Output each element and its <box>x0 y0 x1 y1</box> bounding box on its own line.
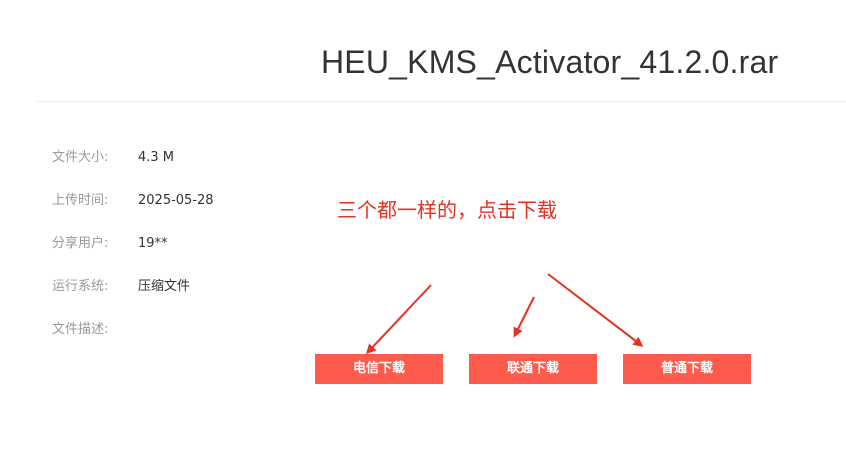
telecom-download-button[interactable]: 电信下载 <box>315 354 443 384</box>
info-label: 运行系统: <box>52 279 109 294</box>
file-title: HEU_KMS_Activator_41.2.0.rar <box>321 44 779 80</box>
info-label: 上传时间: <box>52 193 109 208</box>
info-value: 2025-05-28 <box>138 193 214 208</box>
info-value: 19** <box>138 236 168 251</box>
info-label: 分享用户: <box>52 236 109 251</box>
info-row-description: 文件描述: <box>52 318 138 337</box>
info-value: 4.3 M <box>138 150 175 165</box>
arrow-to-normal <box>547 273 644 347</box>
info-row-share-user: 分享用户: 19** <box>52 232 168 251</box>
arrow-to-telecom <box>365 284 432 355</box>
info-row-upload-time: 上传时间: 2025-05-28 <box>52 189 214 208</box>
info-value: 压缩文件 <box>138 279 191 294</box>
divider <box>36 101 846 102</box>
unicom-download-button[interactable]: 联通下载 <box>469 354 597 384</box>
info-label: 文件大小: <box>52 150 109 165</box>
info-label: 文件描述: <box>52 322 109 337</box>
info-row-os: 运行系统: 压缩文件 <box>52 275 190 294</box>
info-row-size: 文件大小: 4.3 M <box>52 146 174 165</box>
normal-download-button[interactable]: 普通下载 <box>623 354 751 384</box>
annotation-text: 三个都一样的，点击下载 <box>337 198 557 222</box>
arrow-to-unicom <box>513 296 535 338</box>
